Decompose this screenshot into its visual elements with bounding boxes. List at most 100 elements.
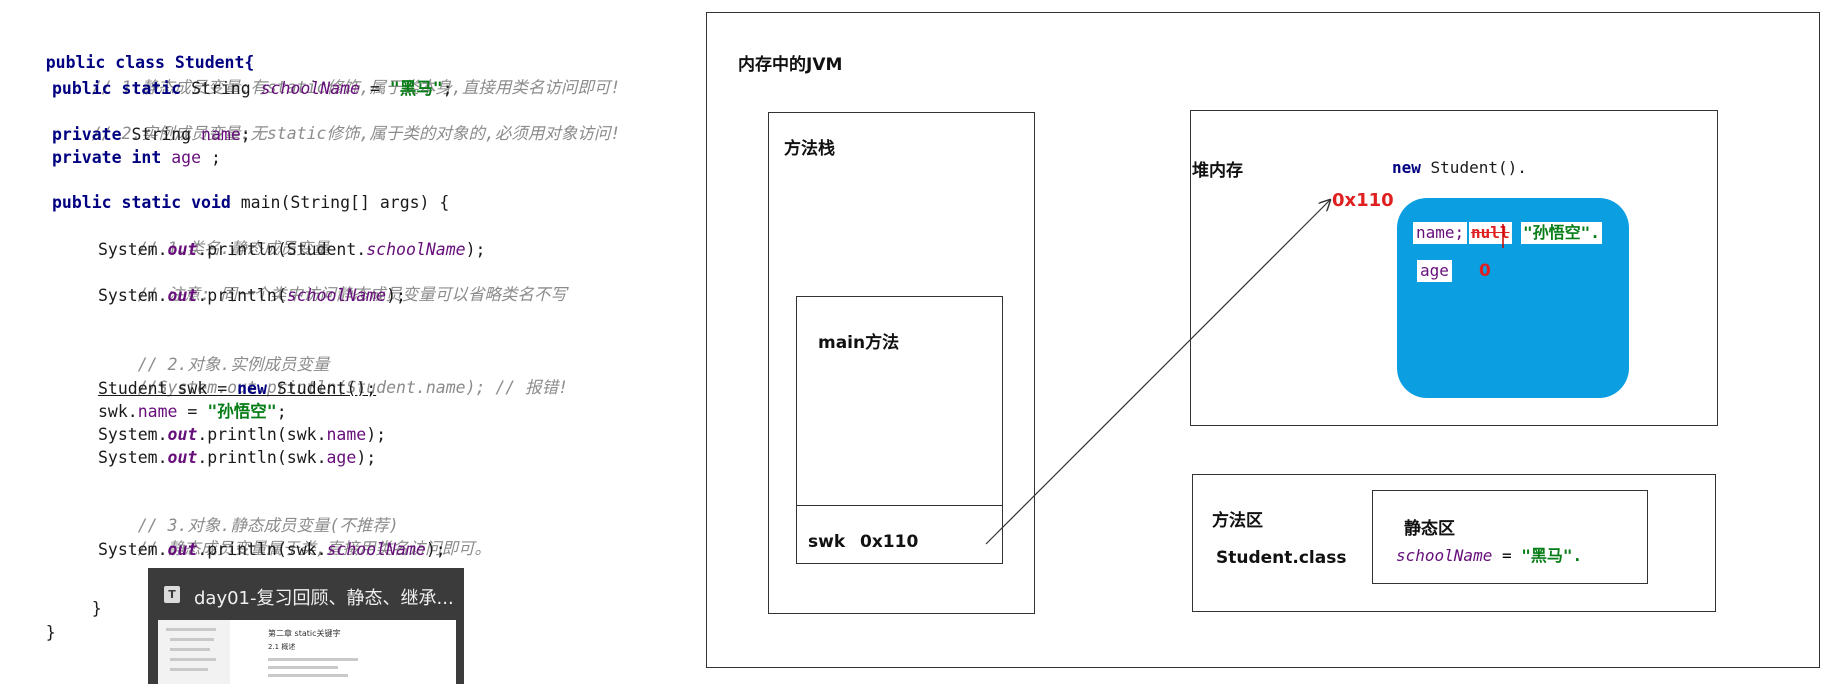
code-line-age-decl: private int age ; — [52, 147, 221, 170]
thumbnail-text-line — [268, 666, 338, 669]
student-object: name; null "孙悟空". age 0 — [1397, 198, 1629, 398]
method-stack-title: 方法栈 — [784, 139, 835, 159]
semicolon: ; — [240, 125, 251, 144]
keyword: public static void — [52, 193, 231, 212]
thumbnail-text-line — [268, 674, 348, 677]
keyword: public static — [52, 79, 182, 98]
document-app-icon: T — [164, 586, 180, 603]
code-line-close-class: } — [6, 600, 56, 642]
field-age-value: 0 — [1479, 261, 1491, 281]
code-token-out: out — [167, 448, 198, 467]
field-schoolname: schoolName — [326, 540, 426, 559]
comment: // 2.对象.实例成员变量 — [137, 355, 330, 374]
code-line-print-4: System.out.println(swk.age); — [98, 447, 376, 470]
code-token: System. — [98, 425, 168, 444]
code-token: ); — [366, 425, 387, 444]
jvm-memory-frame — [706, 12, 1820, 668]
code-token: System. — [98, 448, 168, 467]
main-frame-title: main方法 — [818, 333, 900, 353]
string-literal: "黑马" — [389, 79, 443, 98]
code-token: .println( — [197, 286, 287, 305]
closing-brace: } — [91, 599, 102, 618]
semicolon: ; — [442, 79, 453, 98]
code-line-comment-1: // 1.静态成员变量:有static修饰,属于类本身,直接用类名访问即可! — [52, 55, 621, 97]
thumbnail-text-line — [166, 628, 216, 631]
code-token: .println(swk. — [197, 425, 327, 444]
field-name-tag: name; — [1413, 222, 1468, 244]
class-declaration: public class Student{ — [45, 53, 255, 72]
heap-title: 堆内存 — [1192, 161, 1243, 181]
constructor-call: Student(). — [1420, 158, 1527, 177]
code-token: ); — [386, 286, 406, 305]
code-token: ); — [425, 540, 446, 559]
type-name: String — [121, 125, 202, 144]
code-line-comment-2: // 2.实例成员变量:无static修饰,属于类的对象的,必须用对象访问! — [52, 101, 621, 143]
thumbnail-text-line — [170, 638, 214, 641]
field-age: age — [326, 448, 357, 467]
comment: //System.out.println(Student.name); // 报… — [137, 378, 569, 397]
keyword: new — [237, 379, 267, 398]
code-line-assign-name: swk.name = "孙悟空"; — [98, 401, 287, 424]
code-token: ); — [465, 240, 486, 259]
code-line-comment-7: // 3.对象.静态成员变量(不推荐) — [98, 493, 399, 535]
comment: // 注意: 同一个类中访问静态成员变量可以省略类名不写 — [137, 285, 567, 304]
method-signature: main(String[] args) { — [230, 193, 450, 212]
code-token: Student swk = — [98, 379, 238, 398]
code-token: .println(swk. — [197, 540, 327, 559]
code-line-name-decl: private String name; — [52, 124, 251, 147]
code-token-out: out — [167, 286, 198, 305]
thumbnail-heading: 第二章 static关键字 — [268, 629, 341, 638]
code-line-class-decl: public class Student{ — [6, 30, 255, 72]
taskbar-window-preview[interactable]: T day01-复习回顾、静态、继承... 第二章 static关键字 2.1 … — [148, 568, 464, 684]
heap-object-address: 0x110 — [1332, 190, 1394, 211]
code-token: ; — [276, 402, 287, 421]
type-name: String — [181, 79, 261, 98]
code-token-out: out — [167, 240, 198, 259]
comment-static-member: // 1.静态成员变量:有static修饰,属于类本身,直接用类名访问即可! — [91, 78, 621, 97]
swk-address: 0x110 — [860, 532, 919, 552]
code-line-print-2: System.out.println(schoolName); — [98, 285, 406, 308]
field-age-tag: age — [1417, 260, 1452, 282]
method-stack-box — [768, 112, 1035, 614]
field-schoolname: schoolName — [1396, 546, 1493, 565]
thumbnail-text-line — [268, 658, 358, 661]
string-literal: "黑马". — [1521, 546, 1583, 565]
operator: = — [359, 79, 390, 98]
code-line-comment-4: // 注意: 同一个类中访问静态成员变量可以省略类名不写 — [98, 262, 567, 304]
code-editor[interactable]: public class Student{ // 1.静态成员变量:有stati… — [0, 20, 680, 684]
field-name: name — [326, 425, 367, 444]
preview-thumbnail[interactable]: 第二章 static关键字 2.1 概述 — [158, 620, 456, 684]
code-token-out: out — [167, 540, 198, 559]
field-schoolname: schoolName — [260, 79, 360, 98]
student-class-label: Student.class — [1216, 548, 1347, 568]
closing-brace: } — [45, 623, 56, 642]
code-line-comment-6: //System.out.println(Student.name); // 报… — [98, 355, 568, 397]
keyword: private — [52, 125, 122, 144]
code-token: ); — [356, 448, 377, 467]
string-literal: "孙悟空" — [207, 402, 277, 421]
heap-box — [1190, 110, 1718, 426]
code-token: Student(); — [266, 379, 377, 398]
field-schoolname: schoolName — [286, 286, 387, 305]
code-line-print-1: System.out.println(Student.schoolName); — [98, 239, 485, 262]
code-token: = — [177, 402, 208, 421]
thumbnail-text-line — [170, 668, 208, 671]
preview-window-title: day01-复习回顾、静态、继承... — [194, 588, 454, 609]
method-area-title: 方法区 — [1212, 511, 1263, 531]
code-line-comment-8: // 静态成员变量属于类,直接用类名访问即可。 — [98, 516, 491, 558]
keyword: new — [1392, 158, 1421, 177]
field-name: name — [137, 402, 178, 421]
semicolon: ; — [201, 148, 221, 167]
comment: // 1.类名.静态成员变量 — [137, 239, 330, 258]
reference-arrow — [985, 200, 1330, 545]
thumbnail-subheading: 2.1 概述 — [268, 643, 296, 651]
code-line-comment-5: // 2.对象.实例成员变量 — [98, 332, 330, 374]
code-token: System. — [98, 540, 168, 559]
static-area-box — [1372, 490, 1648, 584]
field-age: age — [161, 148, 202, 167]
thumbnail-text-line — [170, 648, 210, 651]
comment: // 3.对象.静态成员变量(不推荐) — [137, 516, 399, 535]
code-line-print-3: System.out.println(swk.name); — [98, 424, 386, 447]
field-name-old-value: null — [1469, 222, 1512, 244]
